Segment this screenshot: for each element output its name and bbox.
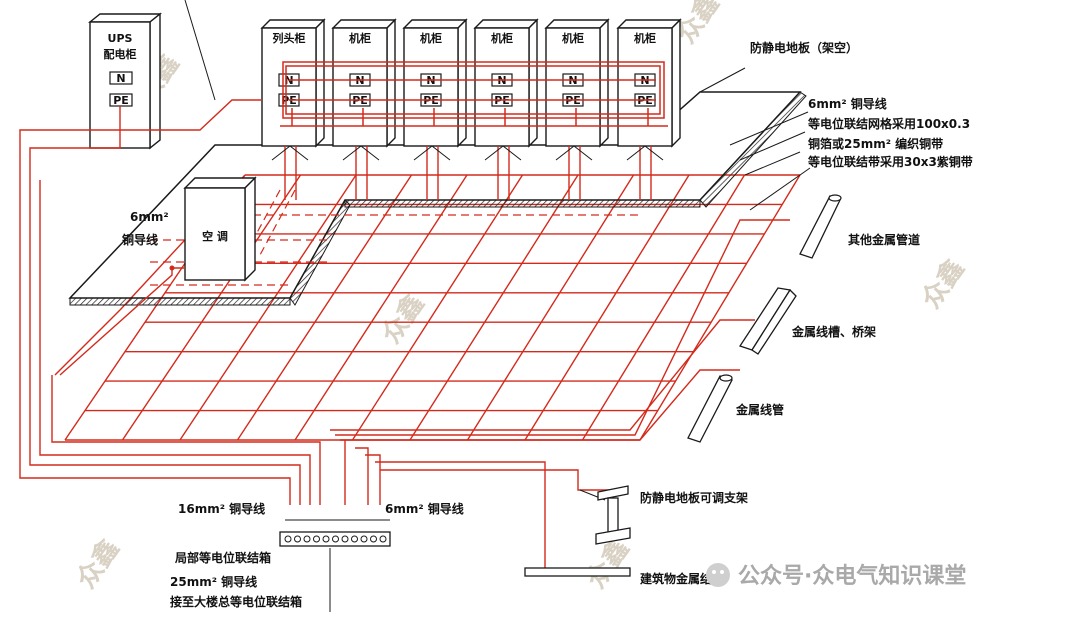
label-6mm-wire-bottom: 6mm² 铜导线 [385, 501, 464, 516]
footer-account: 公众号·众电气知识课堂 [738, 563, 966, 589]
pe-ring-bus [280, 61, 668, 127]
label-metal-conduit: 金属线管 [735, 402, 784, 417]
rack-cabinet: 机柜 N PE [544, 18, 610, 148]
ups-n-bar: N [116, 72, 125, 85]
box-terminal [370, 535, 377, 543]
box-terminal [332, 535, 339, 543]
footer-watermark: 公众号·众电气知识课堂 [706, 563, 966, 589]
under-floor-dashes [150, 189, 640, 286]
rack-title: 机柜 [349, 31, 371, 45]
rack-title: 机柜 [634, 31, 656, 45]
label-ac-wire-size: 6mm² [130, 210, 169, 224]
label-cable-tray: 金属线槽、桥架 [791, 324, 876, 339]
rack-title: 机柜 [420, 31, 442, 45]
rack-cabinet: 机柜 N PE [616, 18, 682, 148]
box-terminal [303, 535, 311, 543]
mesh-line [351, 174, 524, 441]
box-terminal [360, 535, 368, 543]
watermark-brand: 众鑫 [70, 534, 125, 594]
label-raised-floor: 防静电地板（架空） [750, 40, 858, 55]
box-terminal [294, 535, 301, 543]
ac-label: 空 调 [202, 229, 228, 243]
mesh-line [581, 174, 746, 441]
ups-subtitle: 配电柜 [104, 47, 137, 61]
ups-title: UPS [108, 32, 133, 45]
air-conditioner: 空 调 [183, 176, 257, 282]
box-terminal [379, 535, 387, 543]
label-floor-support: 防静电地板可调支架 [640, 490, 748, 505]
rack-title: 机柜 [491, 31, 513, 45]
watermark-brand: 众鑫 [915, 254, 970, 314]
label-to-main: 接至大楼总等电位联结箱 [170, 594, 302, 609]
ac-ground-wire [59, 267, 185, 376]
ups-pe-bar: PE [113, 94, 129, 107]
metal-conduit [687, 374, 733, 443]
mesh-line [179, 174, 357, 441]
perimeter-wires [19, 99, 321, 505]
floor-adjustable-support [595, 485, 631, 545]
ac-ground-point [169, 265, 175, 271]
local-bonding-box [279, 519, 391, 547]
rack-title: 机柜 [562, 31, 584, 45]
mesh-line [121, 174, 302, 441]
rack-cabinet: 机柜 N PE [473, 18, 539, 148]
label-local-box: 局部等电位联结箱 [175, 550, 271, 565]
ups-cabinet: UPS 配电柜 N PE [88, 12, 162, 150]
annotations: 防静电地板（架空） 6mm² 铜导线 等电位联结网格采用100x0.3 铜箔或2… [122, 40, 973, 609]
watermark-brand: 众鑫 [580, 534, 635, 594]
building-metal-structure [524, 567, 631, 577]
box-terminal [351, 535, 358, 543]
box-terminal [322, 535, 330, 543]
wechat-icon [706, 563, 730, 587]
label-bond-strip: 等电位联结带采用30x3紫铜带 [807, 154, 973, 169]
rack-cabinet: 机柜 N PE [331, 18, 397, 148]
rack-cabinet: 列头柜 N PE [260, 18, 326, 148]
mesh-line [54, 309, 121, 376]
mesh-line [409, 174, 579, 441]
mesh-to-box-wires [330, 219, 790, 572]
rack-title: 列头柜 [273, 31, 306, 45]
label-6mm-wire-top: 6mm² 铜导线 [808, 96, 887, 111]
box-terminal [341, 535, 349, 543]
mesh-line [524, 174, 690, 441]
cabinet-floor-leads [271, 145, 664, 161]
raised-floor [68, 91, 807, 306]
other-metal-pipe [799, 194, 842, 259]
cabinet-drop-wires [284, 146, 652, 200]
label-ac-wire: 铜导线 [122, 232, 158, 247]
label-16mm-wire: 16mm² 铜导线 [178, 501, 265, 516]
mesh-line [466, 174, 635, 441]
label-other-pipes: 其他金属管道 [848, 232, 920, 247]
mesh-line [236, 174, 413, 441]
watermark-brand: 众鑫 [375, 289, 430, 349]
label-mesh-strip: 等电位联结网格采用100x0.3 [807, 116, 970, 131]
label-25mm-wire: 25mm² 铜导线 [170, 574, 257, 589]
label-building-steel: 建筑物金属结构 [639, 571, 724, 586]
mesh-line [639, 174, 801, 441]
mesh-line [294, 174, 468, 441]
label-copper-foil: 铜箔或25mm² 编织铜带 [808, 136, 943, 151]
rack-cabinet: 机柜 N PE [402, 18, 468, 148]
metal-cable-tray [738, 287, 797, 355]
rack-row: 列头柜 N PE 机柜 N PE 机柜 N PE [260, 18, 682, 148]
box-terminals [284, 535, 387, 543]
box-terminal [284, 535, 292, 543]
box-terminal [313, 535, 320, 543]
